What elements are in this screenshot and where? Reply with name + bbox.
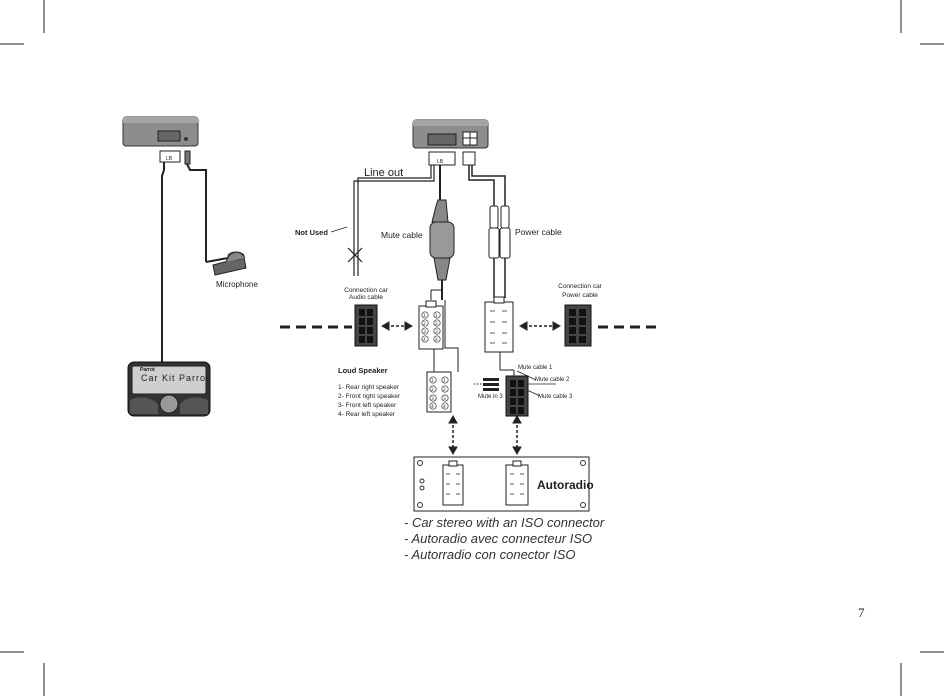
autoradio-unit bbox=[413, 456, 590, 512]
pin-label: 1 bbox=[423, 313, 426, 319]
line-out-cable bbox=[347, 165, 435, 276]
pin-label: 4 bbox=[435, 337, 438, 343]
pin-label: 4 bbox=[443, 404, 446, 410]
pin-label: 3 bbox=[435, 329, 438, 335]
pin-label: 1 bbox=[443, 378, 446, 384]
autoradio-label: Autoradio bbox=[537, 478, 594, 492]
pin-label: 3 bbox=[431, 396, 434, 402]
line-out-label: Line out bbox=[364, 167, 403, 179]
pin-label: 2 bbox=[431, 387, 434, 393]
microphone-label: Microphone bbox=[216, 280, 258, 289]
mute-cable-1-label: Mute cable 1 bbox=[518, 365, 553, 371]
conn-power-line1: Connection car bbox=[558, 283, 603, 290]
audio-connection-arrow bbox=[380, 321, 414, 331]
caption-french: - Autoradio avec connecteur ISO bbox=[404, 531, 593, 546]
pin-label: 2 bbox=[443, 387, 446, 393]
microphone-icon bbox=[205, 251, 247, 276]
pin-label: 2 bbox=[435, 321, 438, 327]
conn-audio-line1: Connection car bbox=[344, 287, 389, 294]
power-connection-arrow bbox=[518, 321, 562, 331]
pin-label: 3 bbox=[443, 396, 446, 402]
plug-mark-left: LB bbox=[166, 156, 173, 162]
car-audio-iso-connector bbox=[280, 304, 378, 347]
autoradio-arrows bbox=[448, 414, 522, 456]
mute-cable-3-label: Mute cable 3 bbox=[538, 394, 573, 400]
mute-cable bbox=[429, 165, 459, 372]
pin-label: 1 bbox=[431, 378, 434, 384]
page-number: 7 bbox=[858, 605, 865, 620]
caption-spanish: - Autorradio con conector ISO bbox=[404, 547, 576, 562]
mute-cable-2-label: Mute cable 2 bbox=[535, 377, 570, 383]
car-kit-device-icon bbox=[127, 361, 211, 417]
power-plugs bbox=[488, 205, 511, 298]
pin-label: 3 bbox=[423, 329, 426, 335]
device-display-text: Car Kit Parrot bbox=[141, 373, 210, 383]
pin-label: 1 bbox=[435, 313, 438, 319]
power-cable-label: Power cable bbox=[515, 227, 562, 237]
pin-label: 2 bbox=[423, 321, 426, 327]
speaker-iso-connector bbox=[426, 349, 452, 413]
right-electronic-box bbox=[412, 119, 489, 166]
mute-in-3-label: Mute in 3 bbox=[478, 394, 503, 400]
mute-cable-label: Mute cable bbox=[381, 230, 423, 240]
conn-power-line2: Power cable bbox=[562, 292, 598, 299]
car-power-iso-connector bbox=[564, 304, 660, 347]
kit-power-connector bbox=[484, 296, 515, 376]
pin-label: 4 bbox=[431, 404, 434, 410]
loud-speaker-item: 3- Front left speaker bbox=[338, 402, 397, 409]
loud-speaker-item: 2- Front right speaker bbox=[338, 393, 401, 400]
not-used-label: Not Used bbox=[295, 228, 328, 237]
caption-english: - Car stereo with an ISO connector bbox=[404, 515, 605, 530]
kit-audio-connector bbox=[418, 300, 444, 350]
loud-speaker-item: 4- Rear left speaker bbox=[338, 411, 396, 418]
power-cable bbox=[468, 165, 506, 206]
loud-speaker-title: Loud Speaker bbox=[338, 366, 388, 375]
left-cables bbox=[161, 162, 207, 380]
plug-mark-right: LB bbox=[437, 159, 444, 165]
left-electronic-box bbox=[122, 116, 199, 165]
not-used-pointer bbox=[330, 226, 348, 233]
conn-audio-line2: Audio cable bbox=[349, 294, 383, 301]
loud-speaker-item: 1- Rear right speaker bbox=[338, 384, 400, 391]
device-brand: Parrot bbox=[140, 367, 155, 373]
pin-label: 4 bbox=[423, 337, 426, 343]
